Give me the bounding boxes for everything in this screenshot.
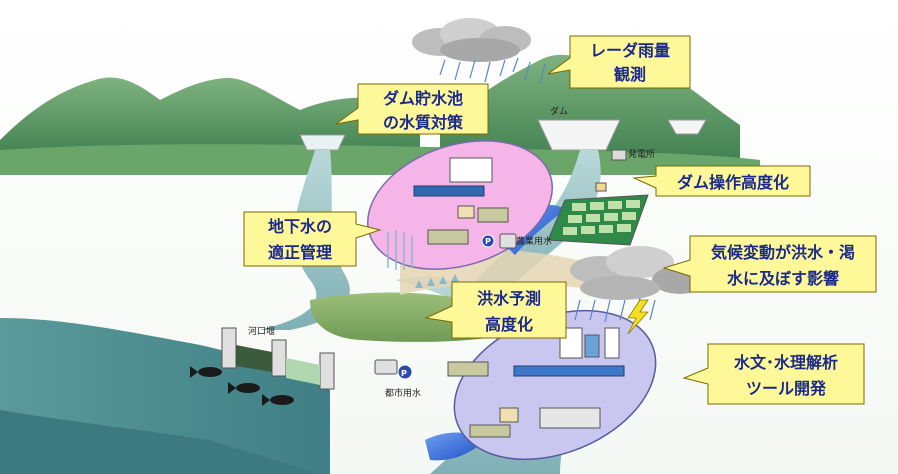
train-lower bbox=[513, 365, 625, 377]
farm-house bbox=[595, 182, 607, 192]
agri-water-label: 農業用水 bbox=[516, 235, 552, 247]
tank-upper bbox=[477, 207, 509, 223]
train-upper bbox=[413, 185, 485, 197]
callout-groundwater-line1: 地下水の bbox=[268, 217, 332, 236]
callout-radar-line2: 観測 bbox=[614, 65, 646, 84]
weir-pillar-mid bbox=[271, 339, 287, 377]
callout-flood-line1: 洪水予測 bbox=[477, 289, 541, 308]
treatment-plant-upper bbox=[427, 229, 469, 245]
callout-climate-line1: 気候変動が洪水・渇 bbox=[711, 243, 855, 262]
callout-radar bbox=[547, 35, 691, 89]
power-plant-icon bbox=[611, 149, 627, 161]
building-upper bbox=[449, 157, 493, 183]
callout-dam-quality bbox=[335, 83, 489, 135]
reservoir-left bbox=[299, 134, 346, 151]
dam-label: ダム bbox=[550, 105, 568, 117]
callout-dam-quality-line2: の水質対策 bbox=[383, 113, 464, 132]
ridge-band bbox=[0, 144, 760, 175]
fish-group bbox=[190, 366, 294, 406]
callout-dam-operation-line1: ダム操作高度化 bbox=[677, 173, 789, 192]
callout-groundwater bbox=[243, 211, 382, 267]
cloud-storm bbox=[570, 246, 708, 300]
callout-dam-operation bbox=[632, 165, 811, 197]
pump-icon-lower bbox=[397, 364, 413, 380]
groundwater-arrows bbox=[387, 230, 413, 270]
building-lower-2 bbox=[584, 334, 600, 358]
treatment-plant-bottom bbox=[469, 424, 511, 438]
callout-radar-line1: レーダ雨量 bbox=[590, 41, 670, 60]
estuary-weir-label: 河口堰 bbox=[248, 325, 275, 337]
callout-flood bbox=[424, 281, 567, 339]
reservoir-dam bbox=[537, 119, 621, 151]
house-upper bbox=[457, 205, 475, 219]
callout-hydrology-line2: ツール開発 bbox=[746, 379, 827, 398]
pump-label-upper: P bbox=[485, 237, 491, 246]
callout-climate bbox=[662, 235, 877, 293]
power-plant-label: 発電所 bbox=[628, 148, 655, 160]
factory-lower bbox=[539, 407, 601, 429]
rain-top bbox=[439, 57, 546, 85]
callout-dam-quality-line1: ダム貯水池 bbox=[383, 89, 463, 108]
cloud-top bbox=[412, 18, 531, 62]
sea-shadow bbox=[0, 410, 320, 474]
building-lower-3 bbox=[604, 327, 620, 359]
house-lower bbox=[499, 407, 519, 423]
tank-icon-upper bbox=[499, 233, 517, 249]
callout-hydrology bbox=[682, 343, 865, 405]
callout-flood-line2: 高度化 bbox=[485, 315, 533, 334]
reservoir-right bbox=[667, 119, 707, 135]
callout-groundwater-line2: 適正管理 bbox=[268, 243, 332, 262]
weir-pillar-right bbox=[319, 352, 335, 390]
weir-pillar-left bbox=[221, 327, 237, 369]
pump-icon-upper bbox=[481, 234, 495, 248]
tank-icon-lower bbox=[374, 359, 398, 375]
rice-field-grid bbox=[563, 200, 640, 235]
urban-water-label: 都市用水 bbox=[385, 387, 421, 399]
callout-hydrology-line1: 水文･水理解析 bbox=[734, 353, 838, 372]
weir-gate-2 bbox=[286, 358, 320, 385]
lightning-icon bbox=[627, 299, 649, 335]
weir-gate-1 bbox=[236, 345, 272, 372]
pump-label-lower: P bbox=[401, 369, 407, 378]
callout-climate-line2: 水に及ぼす影響 bbox=[727, 269, 839, 288]
treatment-plant-lower bbox=[447, 361, 489, 377]
groundwater-up-arrows bbox=[415, 274, 459, 288]
